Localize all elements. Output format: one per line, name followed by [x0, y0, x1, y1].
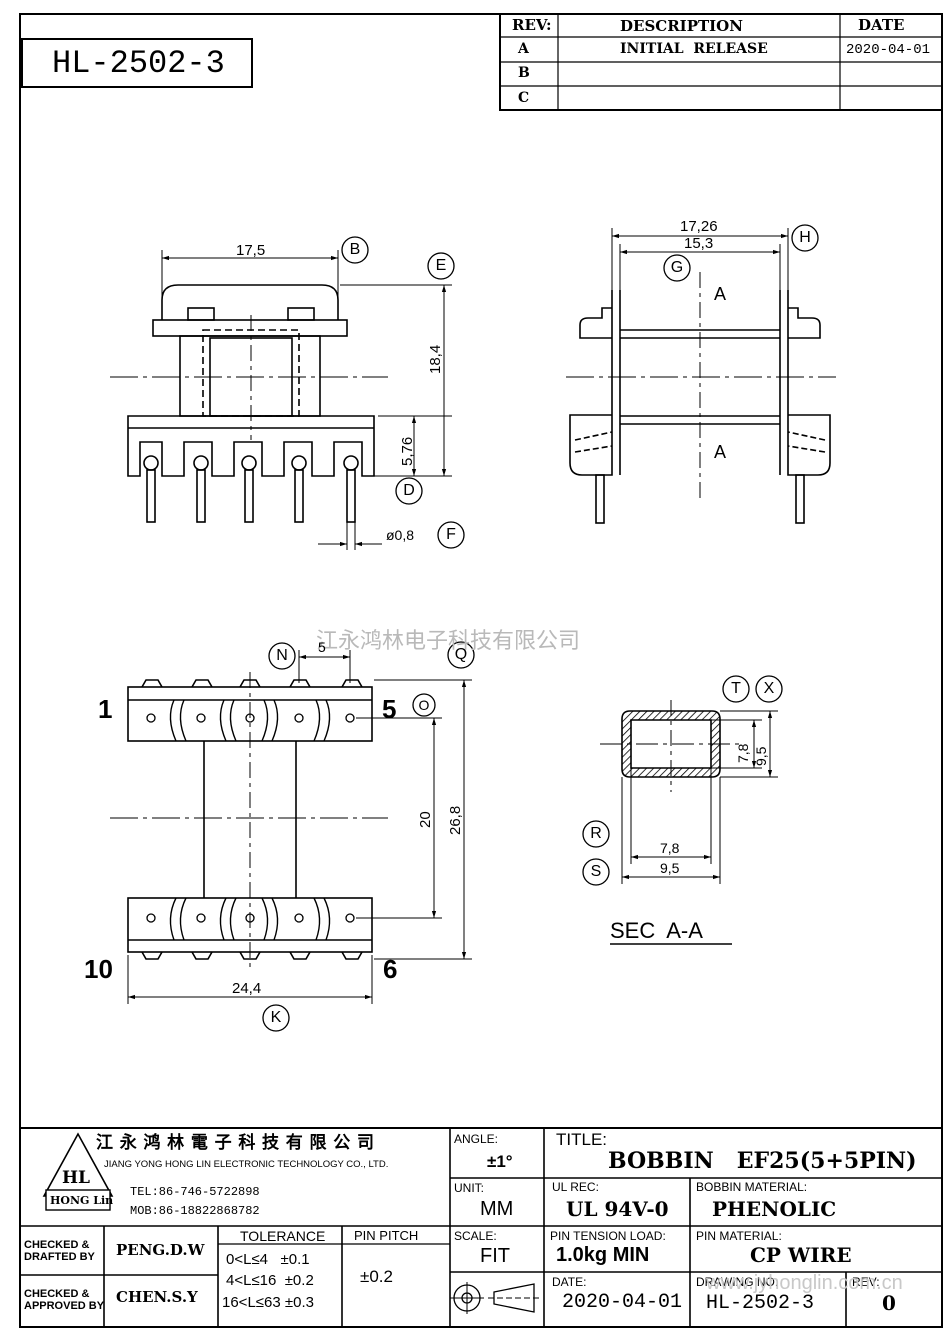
dim-sec-inner-w: 7,8 [660, 840, 680, 856]
tel: TEL:86-746-5722898 [130, 1185, 260, 1199]
dim-side-inner: 15,3 [684, 235, 714, 252]
date-header: DATE [858, 16, 905, 34]
scale-label: SCALE: [454, 1229, 497, 1243]
pin-label-1: 1 [98, 694, 113, 724]
dim-front-width: 17,5 [236, 242, 266, 259]
date-label: DATE: [552, 1275, 587, 1289]
dim-height: 18,4 [427, 344, 444, 374]
section-mark-bottom: A [714, 442, 727, 462]
dim-pin-pitch: 5 [318, 639, 326, 655]
dim-base-width: 24,4 [232, 980, 262, 997]
tolerance-row-3: 16<L≤63 ±0.3 [222, 1294, 314, 1311]
callout-q: Q [454, 646, 468, 663]
top-view [110, 672, 388, 972]
mob: MOB:86-18822868782 [130, 1204, 260, 1218]
callout-o: O [418, 697, 430, 713]
pin-tension-label: PIN TENSION LOAD: [550, 1229, 666, 1243]
drawing-no-label: DRAWING NO: [696, 1275, 779, 1289]
dim-side-outer: 17,26 [680, 218, 718, 235]
callout-x: X [763, 680, 775, 697]
checked-drafted-label: CHECKED & DRAFTED BY [24, 1239, 95, 1264]
top-dimensions [127, 650, 472, 1004]
rev-row-a-description: INITIAL RELEASE [620, 41, 768, 57]
watermark-company: 江永鸿林电子科技有限公司 [316, 628, 581, 653]
callout-g: G [670, 259, 684, 276]
checked-approved-name: CHEN.S.Y [116, 1288, 198, 1306]
pin-material-label: PIN MATERIAL: [696, 1229, 782, 1243]
dim-row-spacing: 20 [417, 811, 434, 828]
tolerance-label: TOLERANCE [240, 1228, 326, 1244]
pin-pitch-label: PIN PITCH [354, 1228, 419, 1243]
callout-circles [262, 224, 819, 1032]
dim-sec-inner-h: 7,8 [735, 743, 751, 763]
callout-e: E [435, 257, 447, 274]
description-header: DESCRIPTION [620, 17, 743, 35]
dim-sec-outer-w: 9,5 [660, 860, 680, 876]
callout-t: T [731, 680, 741, 697]
pin-pitch-value: ±0.2 [360, 1267, 393, 1286]
callout-n: N [276, 647, 288, 664]
logo-letters: HL [62, 1168, 91, 1188]
watermark-url: www.jyhonglin.com.cn [706, 1272, 903, 1294]
ul-rec-value: UL 94V-0 [566, 1197, 669, 1221]
pin-label-5: 5 [382, 694, 397, 724]
angle-value: ±1° [487, 1152, 513, 1171]
title-label: TITLE: [556, 1130, 608, 1149]
rev-label: REV: [852, 1275, 880, 1289]
dim-pin-height: 5,76 [399, 436, 416, 466]
angle-label: ANGLE: [454, 1132, 499, 1146]
date-value: 2020-04-01 [562, 1291, 683, 1314]
tolerance-row-1: 0<L≤4 ±0.1 [226, 1251, 310, 1268]
unit-label: UNIT: [454, 1181, 484, 1195]
rev-header: REV: [512, 16, 552, 34]
callout-r: R [590, 825, 602, 842]
section-view [600, 700, 742, 792]
dim-sec-outer-h: 9,5 [753, 746, 769, 766]
revision-table-lines [499, 13, 943, 111]
callout-b: B [349, 241, 361, 258]
unit-value: MM [480, 1198, 514, 1220]
title-block-lines [20, 1127, 942, 1327]
callout-k: K [270, 1009, 282, 1026]
scale-value: FIT [480, 1245, 510, 1267]
checked-approved-label: CHECKED & APPROVED BY [24, 1288, 105, 1313]
callout-d: D [403, 482, 415, 499]
checked-drafted-name: PENG.D.W [116, 1241, 205, 1259]
pin-label-6: 6 [383, 954, 398, 984]
rev-value: 0 [882, 1291, 896, 1315]
callout-f: F [446, 526, 456, 543]
pin-label-10: 10 [84, 954, 113, 984]
bobbin-material-label: BOBBIN MATERIAL: [696, 1180, 808, 1194]
tolerance-row-2: 4<L≤16 ±0.2 [226, 1272, 314, 1289]
side-dimensions [611, 228, 789, 300]
company-cn: 江 永 鸿 林 電 子 科 技 有 限 公 司 [96, 1133, 375, 1152]
rev-row-c: C [518, 90, 530, 106]
dim-pin-dia: ø0,8 [386, 527, 415, 543]
rev-row-b: B [518, 65, 530, 81]
part-number: HL-2502-3 [52, 45, 225, 82]
bobbin-material-value: PHENOLIC [712, 1197, 837, 1221]
callout-s: S [590, 863, 602, 880]
front-view [110, 284, 388, 523]
section-label: SEC A-A [610, 918, 703, 943]
title-value: BOBBIN EF25(5+5PIN) [608, 1148, 917, 1174]
logo-text: HONG Lin [50, 1194, 114, 1207]
company-en: JIANG YONG HONG LIN ELECTRONIC TECHNOLOG… [104, 1159, 389, 1170]
rev-row-a-date: 2020-04-01 [846, 42, 931, 58]
pin-material-value: CP WIRE [750, 1243, 852, 1267]
front-dimensions [161, 250, 452, 550]
dim-total-length: 26,8 [447, 805, 464, 835]
drawing-no-value: HL-2502-3 [706, 1292, 815, 1315]
pin-tension-value: 1.0kg MIN [556, 1244, 650, 1266]
rev-row-a: A [518, 41, 529, 57]
section-mark-top: A [714, 284, 727, 304]
section-dimensions [610, 710, 778, 945]
side-view [566, 272, 836, 524]
callout-h: H [799, 229, 811, 246]
ul-rec-label: UL REC: [552, 1180, 599, 1194]
